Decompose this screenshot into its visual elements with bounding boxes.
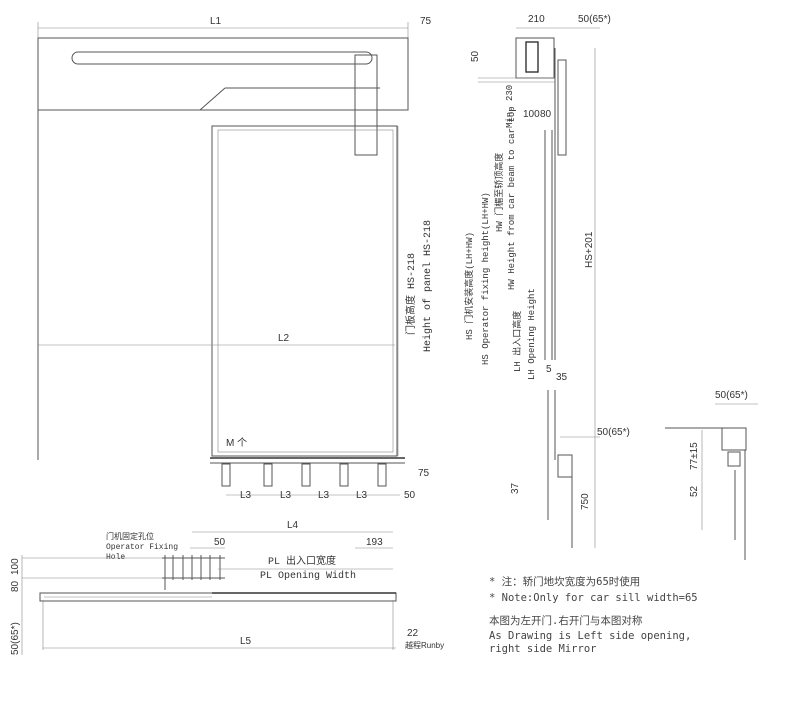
dim-50: 50 (214, 537, 226, 548)
dim-210: 210 (528, 14, 545, 25)
min-230: Min. 230 (505, 85, 515, 128)
fixing-brackets (221, 463, 387, 487)
hw-cn: HW 门楣至轿顶高度 (493, 153, 505, 232)
dim-L5: L5 (240, 636, 252, 647)
hs-en: HS Operator fixing height(LH+HW) (481, 192, 491, 365)
hs-cn: HS 门机安装高度(LH+HW) (463, 232, 475, 340)
dim-100-side: 100 (523, 109, 540, 120)
dim-L1: L1 (210, 16, 222, 27)
dim-75-top: 75 (420, 16, 432, 27)
dim-80: 80 (10, 580, 21, 592)
note-cn: * 注：轿门地坎宽度为65时使用 (489, 575, 640, 588)
dim-75-bottom: 75 (418, 468, 430, 479)
fixing-hole-grid (162, 555, 225, 590)
pl-cn: PL 出入口宽度 (268, 554, 336, 568)
fixing-hole-cn: 门机固定孔位 (106, 531, 154, 541)
detail-52: 52 (689, 485, 700, 497)
sill-detail: 50(65*) 77±15 52 (665, 390, 758, 560)
plan-view: L4 50 193 门机固定孔位 Operator Fixing Hole PL… (10, 520, 444, 655)
side-view: 210 50(65*) 50 100 80 Min. 230 HW 门楣至轿顶高… (463, 14, 630, 548)
mirror-en-2: right side Mirror (489, 643, 596, 655)
dim-L4: L4 (287, 520, 299, 531)
fixing-hole-en-2: Hole (106, 553, 125, 562)
panel-height-en: Height of panel HS-218 (422, 220, 434, 352)
detail-77: 77±15 (689, 442, 700, 470)
dim-5: 5 (546, 364, 552, 375)
dim-80-side: 80 (540, 109, 552, 120)
dim-50-bottom: 50 (404, 490, 416, 501)
dim-50-side: 50 (470, 50, 481, 62)
runby-label: 越程Runby (405, 640, 444, 650)
dim-L3-1: L3 (240, 490, 252, 501)
dim-L2: L2 (278, 333, 290, 344)
dim-35: 35 (556, 372, 568, 383)
lh-cn: LH 出入口高度 (511, 311, 523, 372)
dim-L3-4: L3 (356, 490, 368, 501)
dim-50-65-top: 50(65*) (578, 14, 611, 25)
dim-750: 750 (580, 493, 591, 510)
mirror-en-1: As Drawing is Left side opening, (489, 630, 691, 642)
dim-50-65-mid: 50(65*) (597, 427, 630, 438)
pl-en: PL Opening Width (260, 570, 356, 582)
panel-height-cn: 门板高度 HS-218 (404, 253, 418, 335)
notes: * 注：轿门地坎宽度为65时使用 * Note:Only for car sil… (489, 575, 698, 655)
note-en: * Note:Only for car sill width=65 (489, 592, 698, 604)
dim-L3-3: L3 (318, 490, 330, 501)
fixing-hole-en-1: Operator Fixing (106, 543, 178, 552)
front-view: L1 75 L2 门板高度 HS-218 Height of panel HS-… (37, 16, 434, 501)
detail-50-65: 50(65*) (715, 390, 748, 401)
dim-22: 22 (407, 628, 419, 639)
lh-en: LH Opening Height (527, 288, 537, 380)
dim-L3-2: L3 (280, 490, 292, 501)
hs-201: HS+201 (584, 231, 595, 268)
dim-100: 100 (10, 558, 21, 575)
dim-50-65: 50(65*) (10, 622, 21, 655)
mirror-cn: 本图为左开门.右开门与本图对称 (489, 614, 643, 627)
hw-en: HW Height from car beam to car top (507, 106, 517, 290)
dim-37: 37 (510, 482, 521, 494)
dim-193: 193 (366, 537, 383, 548)
m-label: M 个 (226, 437, 247, 449)
